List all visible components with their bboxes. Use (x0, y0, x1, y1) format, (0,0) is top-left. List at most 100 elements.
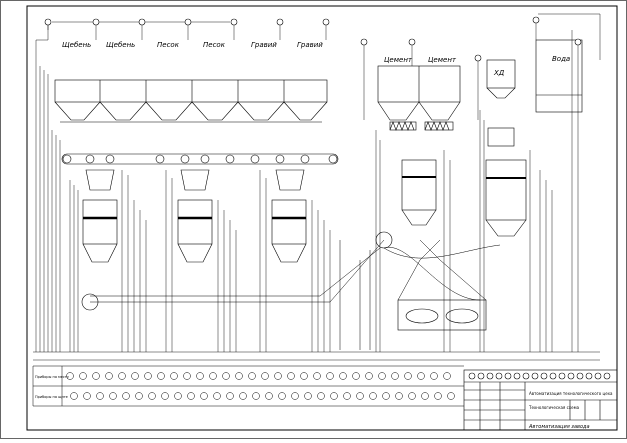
hopper-label-gravel-2: Щебень (106, 41, 135, 49)
instrument-bubble (495, 372, 503, 380)
instrument-bubble (235, 372, 243, 380)
hopper-label-gravel-1: Щебень (62, 41, 91, 49)
instrument-bubble (226, 392, 234, 400)
tank-label-additive: ХД (493, 69, 505, 77)
instrument-bubble (248, 372, 256, 380)
instrument-bubble (603, 372, 611, 380)
bottom-instrument-rows (32, 365, 464, 407)
instrument-bubble (531, 372, 539, 380)
title-block-header: Автоматизация технологического цеха (529, 391, 613, 396)
instrument-bubble (66, 372, 74, 380)
water-tank (535, 39, 583, 113)
instrument-bubble (421, 392, 429, 400)
instrument-bubble (183, 372, 191, 380)
instrument-bubble (430, 372, 438, 380)
instrument-bubble (200, 392, 208, 400)
instrument-bubble (330, 392, 338, 400)
legend-row-panel: Приборы на щите (35, 395, 68, 399)
hopper-label-gravel-4: Гравий (297, 41, 323, 49)
instrument-bubble (122, 392, 130, 400)
instrument-bubble (408, 392, 416, 400)
hopper-label-sand-1: Песок (157, 41, 180, 49)
instrument-bubble (468, 372, 476, 380)
cement-weigh-hopper (401, 159, 437, 226)
instrument-bubble (326, 372, 334, 380)
instrument-bubble (96, 392, 104, 400)
signal-wires (33, 13, 601, 361)
instrument-bubble (135, 392, 143, 400)
distribution-lines (90, 239, 501, 350)
title-block-sub: Технологическая схема (528, 405, 580, 410)
instrument-bubble (131, 372, 139, 380)
top-instruments (44, 16, 582, 62)
instrument-bubble (274, 372, 282, 380)
instrument-bubble (504, 372, 512, 380)
instrument-bubble (369, 392, 377, 400)
instrument-bubble (79, 372, 87, 380)
instrument-bubble (549, 372, 557, 380)
instrument-bubble (447, 392, 455, 400)
silo-label-cement-2: Цемент (428, 56, 457, 64)
instrument-bubble (157, 372, 165, 380)
mixer-unit-1 (82, 169, 118, 263)
instrument-bubble (356, 392, 364, 400)
dosing-vessel (485, 127, 527, 237)
instrument-bubble (144, 372, 152, 380)
instrument-bubble (365, 372, 373, 380)
instrument-bubble (265, 392, 273, 400)
instrument-bubble (540, 372, 548, 380)
cement-silos (377, 65, 461, 131)
instrument-bubble (594, 372, 602, 380)
instrument-bubble (378, 372, 386, 380)
instrument-bubble (174, 392, 182, 400)
instrument-bubble (304, 392, 312, 400)
instrument-bubble (417, 372, 425, 380)
instrument-bubble (287, 372, 295, 380)
hopper-label-sand-2: Песок (203, 41, 226, 49)
instrument-bubble (382, 392, 390, 400)
instrument-bubble (317, 392, 325, 400)
instrument-bubble (105, 372, 113, 380)
instrument-bubble (278, 392, 286, 400)
additive-tank (486, 59, 516, 99)
instrument-bubble (291, 392, 299, 400)
instrument-bubble (343, 392, 351, 400)
instrument-bubble (477, 372, 485, 380)
instrument-bubble (585, 372, 593, 380)
instrument-bubble (196, 372, 204, 380)
instrument-bubble (313, 372, 321, 380)
inner-frame (26, 5, 618, 431)
instrument-bubble (395, 392, 403, 400)
instrument-bubble (352, 372, 360, 380)
conveyor-belt (61, 153, 339, 165)
instrument-bubble (213, 392, 221, 400)
hopper-label-gravel-3: Гравий (251, 41, 277, 49)
instrument-bubble (252, 392, 260, 400)
instrument-bubble (161, 392, 169, 400)
central-mixer (81, 231, 487, 331)
instrument-bubble (576, 372, 584, 380)
instrument-bubble (109, 392, 117, 400)
instrument-bubble (118, 372, 126, 380)
instrument-bubble (70, 392, 78, 400)
instrument-bubble (404, 372, 412, 380)
legend-row-local: Приборы по месту (35, 375, 69, 379)
instrument-bubble (434, 392, 442, 400)
instrument-bubble (222, 372, 230, 380)
aggregate-bunkers (54, 79, 328, 123)
instrument-bubble (239, 392, 247, 400)
instrument-bubble (486, 372, 494, 380)
instrument-bubble (170, 372, 178, 380)
instrument-bubble (567, 372, 575, 380)
instrument-bubble (339, 372, 347, 380)
title-block (463, 369, 618, 431)
silo-label-cement-1: Цемент (384, 56, 413, 64)
title-block-main-title: Автоматизация завода (528, 424, 590, 430)
instrument-bubble (261, 372, 269, 380)
tank-label-water: Вода (552, 55, 570, 63)
instrument-bubble (83, 392, 91, 400)
instrument-bubble (513, 372, 521, 380)
instrument-bubble (522, 372, 530, 380)
mixer-unit-2 (177, 169, 213, 263)
